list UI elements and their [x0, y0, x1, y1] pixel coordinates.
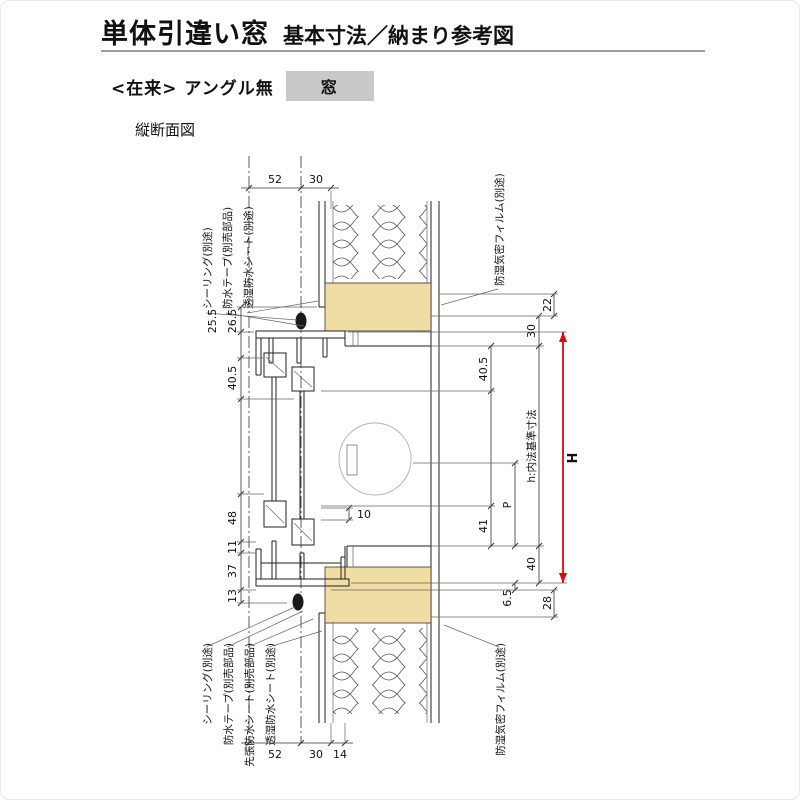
dim-H-red: H: [559, 332, 581, 583]
dim-right-40: 40: [525, 557, 538, 571]
dim-left-37: 37: [226, 564, 239, 578]
dim-top-52: 52: [268, 173, 282, 186]
dim-h-inner-standard: h:内法基準寸法: [525, 409, 538, 482]
head-frame-profile: [256, 338, 345, 375]
exterior-sash: [264, 353, 286, 527]
label-breathable-sheet-bottom: 透湿防水シート(別途): [264, 643, 277, 746]
dim-left-13: 13: [226, 589, 239, 603]
wall-structure: [319, 201, 544, 723]
reveal-lines: [345, 331, 431, 567]
exterior-siding-lines: [319, 201, 325, 723]
label-vapor-film-top: 防湿気密フィルム(別途): [493, 173, 506, 286]
lintel-lumber: [325, 283, 431, 331]
label-sealing-bottom: シーリング(別途): [201, 643, 214, 725]
sealant-top: [296, 313, 307, 330]
dim-bottom-14: 14: [333, 748, 347, 761]
dim-right-28: 28: [541, 596, 554, 610]
crescent-handle-swing: [339, 423, 411, 495]
label-waterproof-tape-top: 防水テープ(別売部品): [221, 207, 234, 309]
dim-right-40-5: 40.5: [477, 357, 490, 382]
dim-left-25-5: 25.5: [206, 309, 219, 334]
head-frame-plate: [256, 331, 345, 338]
insulation-lower: [333, 628, 427, 714]
dim-left-26-5: 26.5: [226, 309, 239, 334]
dim-left-48: 48: [226, 511, 239, 525]
dim-right-6-5: 6.5: [501, 589, 514, 607]
label-vapor-film-bottom: 防湿気密フィルム(別途): [494, 643, 507, 756]
interior-board-lines: [431, 201, 439, 723]
interior-sash: [292, 367, 314, 545]
dim-right-22: 22: [541, 298, 554, 312]
label-waterproof-tape-bottom: 防水テープ(別売部品): [222, 643, 235, 745]
dim-left-40-5: 40.5: [226, 366, 239, 391]
sealant-bottom: [293, 594, 304, 611]
leaders-bottom-left: [206, 607, 322, 647]
exterior-glass: [272, 377, 276, 501]
label-pre-applied-sheet-bottom: 先張防水シート(別売部品): [243, 643, 256, 767]
leader-bottom-right: [444, 625, 499, 647]
dim-mid-10: 10: [357, 508, 371, 521]
dim-bottom-52: 52: [268, 748, 282, 761]
dim-left-11: 11: [226, 540, 239, 554]
window-frame: [256, 313, 411, 611]
H-arrowhead-top: [559, 332, 567, 342]
label-sealing-top: シーリング(別途): [201, 227, 214, 309]
leader-top-right: [441, 289, 498, 305]
exterior-sash-hatch: [266, 357, 284, 523]
dim-right-41: 41: [477, 519, 490, 533]
interior-sash-hatch: [294, 371, 312, 541]
H-arrowhead-bottom: [559, 573, 567, 583]
dim-right-30: 30: [525, 324, 538, 338]
dim-top-30: 30: [309, 173, 323, 186]
crescent-lock-body: [347, 445, 357, 475]
dim-H-text: H: [566, 453, 581, 464]
dim-right-P: P: [501, 501, 514, 508]
label-breathable-sheet-top: 透湿防水シート(別途): [242, 206, 255, 309]
insulation-upper: [333, 205, 427, 279]
dim-bottom-30: 30: [309, 748, 323, 761]
